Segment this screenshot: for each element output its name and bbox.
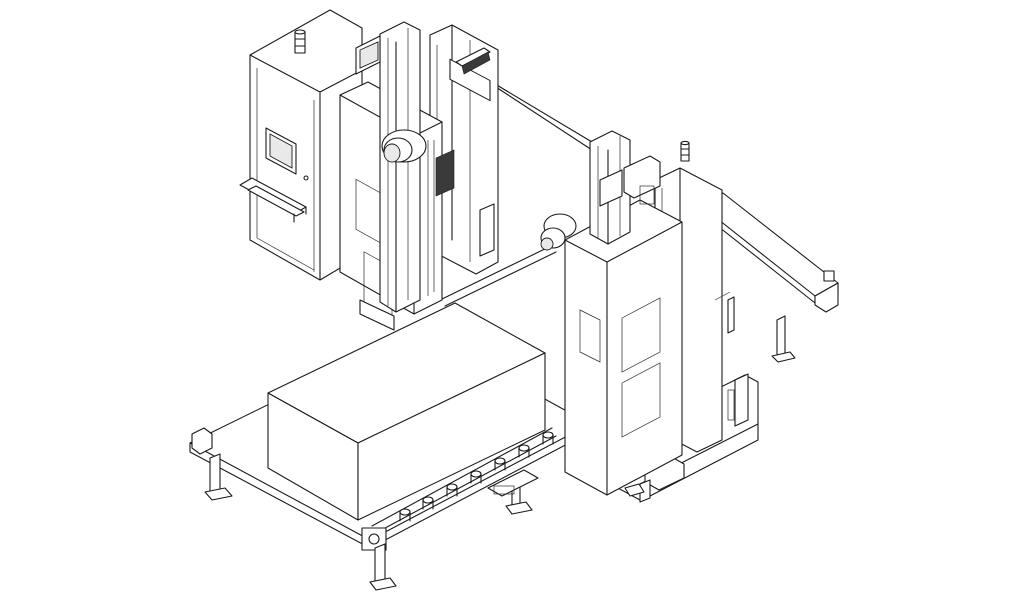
signal-light-stack-1 xyxy=(294,29,306,54)
roller-row xyxy=(399,431,554,522)
signal-light-stack-2 xyxy=(680,140,690,162)
box-load xyxy=(267,302,546,521)
left-lift-column xyxy=(339,21,499,331)
control-cabinet xyxy=(239,9,363,281)
right-lift-column xyxy=(540,130,759,503)
